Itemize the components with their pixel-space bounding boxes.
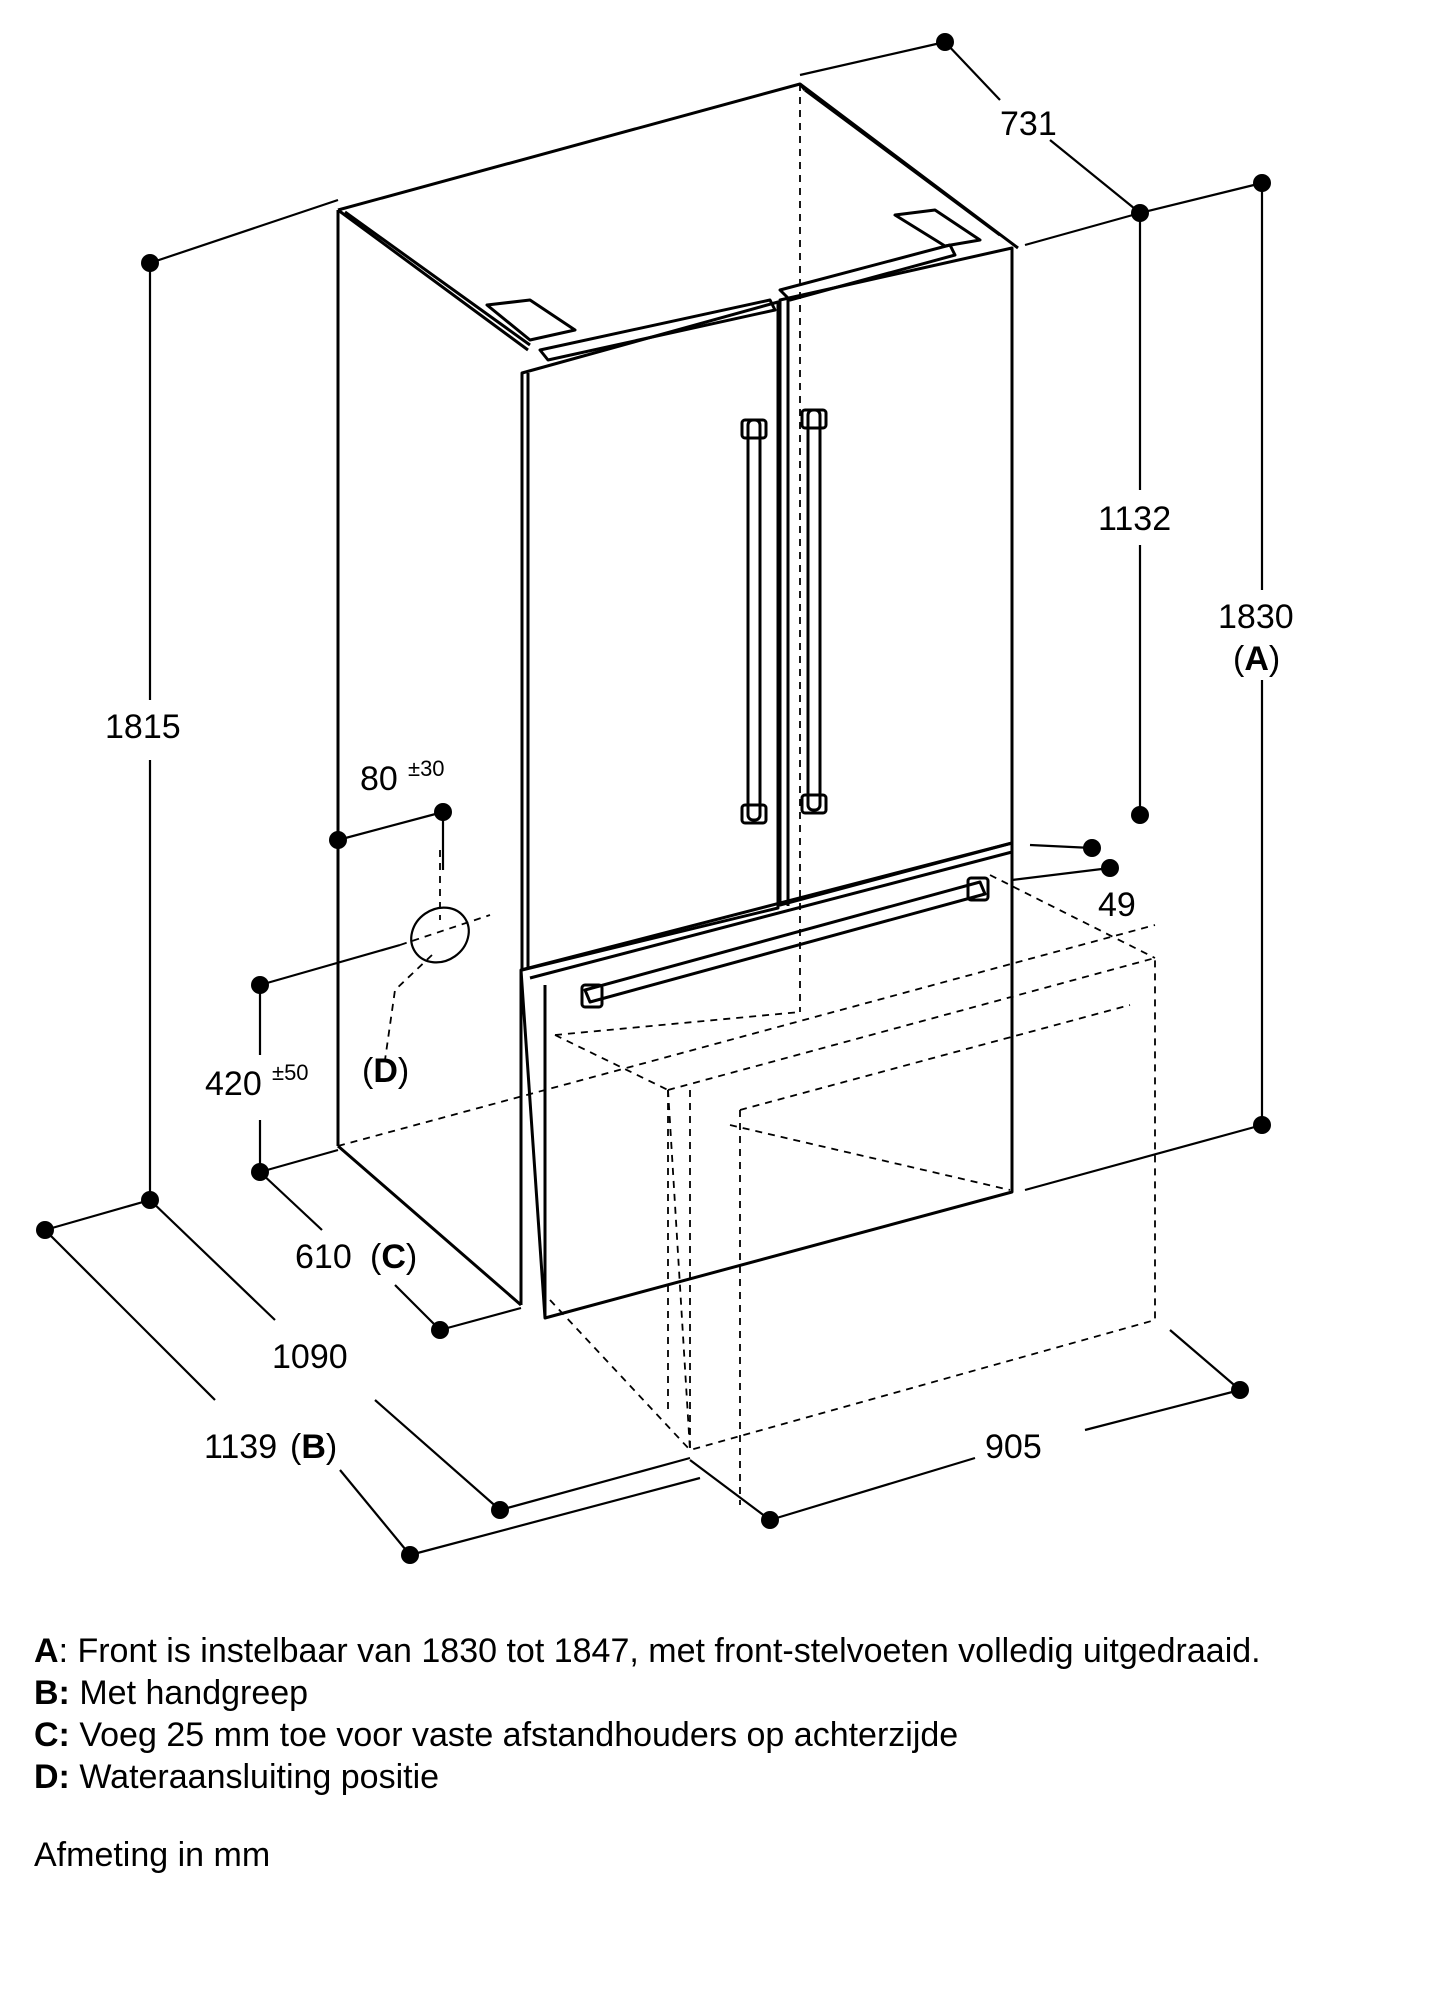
- dim-1132-label: 1132: [1098, 500, 1171, 538]
- dim-1830-label: 1830: [1218, 598, 1294, 636]
- dim-731-label: 731: [1000, 105, 1057, 143]
- footnotes: A: Front is instelbaar van 1830 tot 1847…: [34, 1630, 1261, 1798]
- water-connection: [384, 850, 491, 1061]
- dim-1139-label: 1139: [204, 1428, 277, 1466]
- note-key: D:: [34, 1758, 70, 1796]
- dim-49-label: 49: [1098, 886, 1136, 924]
- dimension-lines: [44, 40, 1264, 1557]
- dimension-drawing: 731 1815 1132 1830 (A) 80 ±30 420 ±50 (D…: [36, 33, 1294, 1564]
- dim-80-tolerance: ±30: [408, 756, 445, 781]
- dim-610-label: 610: [295, 1238, 352, 1276]
- note-text: Wateraansluiting positie: [69, 1758, 440, 1796]
- dim-1815-label: 1815: [105, 708, 181, 746]
- dim-610-key: (C): [370, 1238, 417, 1276]
- note-text: Met handgreep: [69, 1674, 309, 1712]
- dim-1830-key: (A): [1233, 640, 1280, 678]
- note-text: Voeg 25 mm toe voor vaste afstandhouders…: [69, 1716, 959, 1754]
- dim-420-tolerance: ±50: [272, 1060, 309, 1085]
- unit-note: Afmeting in mm: [34, 1836, 271, 1874]
- water-connection-label: (D): [362, 1052, 409, 1090]
- hidden-lines: [337, 84, 1156, 1505]
- note-d: D: Wateraansluiting positie: [34, 1756, 1261, 1798]
- note-c: C: Voeg 25 mm toe voor vaste afstandhoud…: [34, 1714, 1261, 1756]
- fridge-outline: [336, 82, 1019, 1320]
- note-key: B:: [34, 1674, 70, 1712]
- dim-1090-label: 1090: [272, 1338, 348, 1376]
- dim-420-label: 420: [205, 1065, 262, 1103]
- dim-905-label: 905: [985, 1428, 1042, 1466]
- note-sep: :: [58, 1632, 69, 1670]
- dim-80-label: 80: [360, 760, 398, 798]
- note-key: C:: [34, 1716, 70, 1754]
- note-b: B: Met handgreep: [34, 1672, 1261, 1714]
- note-a: A: Front is instelbaar van 1830 tot 1847…: [34, 1630, 1261, 1672]
- note-key: A: [34, 1632, 59, 1670]
- note-text: Front is instelbaar van 1830 tot 1847, m…: [68, 1632, 1261, 1670]
- dimension-dots: [36, 33, 1271, 1564]
- dim-1139-key: (B): [290, 1428, 337, 1466]
